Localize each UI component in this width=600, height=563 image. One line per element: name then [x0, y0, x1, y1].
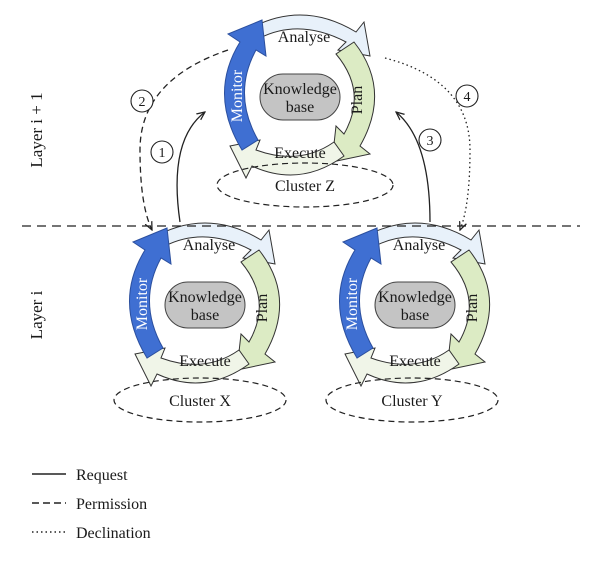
- mapek-loop-upper: Analyse Plan Execute Monitor Knowledge b…: [223, 14, 376, 179]
- cluster-z-label: Cluster Z: [275, 178, 335, 195]
- mapek-loop-left: Analyse Plan Execute Monitor Knowledge b…: [128, 222, 281, 387]
- step-badge-2: 2: [130, 89, 154, 113]
- request-arrow-1: [176, 112, 205, 223]
- plan-label: Plan: [464, 294, 481, 322]
- step-number: 4: [464, 90, 471, 105]
- cluster-z-ellipse: [216, 162, 394, 208]
- step-badge-4: 4: [455, 84, 479, 108]
- legend-declination-label: Declination: [76, 525, 151, 542]
- step-badge-1: 1: [150, 140, 174, 164]
- knowledge-label-line1: Knowledge: [168, 289, 242, 306]
- legend-permission-label: Permission: [76, 496, 147, 513]
- step-number: 1: [159, 146, 166, 161]
- knowledge-label-line1: Knowledge: [263, 81, 337, 98]
- mapek-loop-right: Analyse Plan Execute Monitor Knowledge b…: [338, 222, 491, 387]
- knowledge-label-line2: base: [191, 307, 219, 324]
- analyse-label: Analyse: [183, 237, 235, 254]
- declination-arrow-4: [384, 57, 471, 230]
- step-badge-3: 3: [418, 128, 442, 152]
- knowledge-label-line2: base: [401, 307, 429, 324]
- cluster-x-label: Cluster X: [169, 393, 231, 410]
- layer-upper-label: Layer i + 1: [27, 92, 46, 167]
- request-arrow-3: [396, 112, 431, 223]
- cluster-x-ellipse: [113, 377, 287, 423]
- layer-lower-label: Layer i: [27, 290, 46, 339]
- cluster-y-ellipse: [325, 377, 499, 423]
- analyse-label: Analyse: [393, 237, 445, 254]
- cluster-y-label: Cluster Y: [381, 393, 443, 410]
- execute-label: Execute: [179, 353, 231, 370]
- monitor-label: Monitor: [134, 277, 151, 330]
- step-number: 2: [139, 95, 146, 110]
- legend-request-label: Request: [76, 467, 128, 484]
- permission-arrow-2: [139, 49, 229, 230]
- monitor-label: Monitor: [344, 277, 361, 330]
- analyse-label: Analyse: [278, 29, 330, 46]
- step-number: 3: [427, 134, 434, 149]
- plan-label: Plan: [254, 294, 271, 322]
- plan-label: Plan: [349, 86, 366, 114]
- legend: Request Permission Declination: [32, 467, 151, 542]
- execute-label: Execute: [274, 145, 326, 162]
- monitor-label: Monitor: [229, 69, 246, 122]
- knowledge-label-line2: base: [286, 99, 314, 116]
- execute-label: Execute: [389, 353, 441, 370]
- knowledge-label-line1: Knowledge: [378, 289, 452, 306]
